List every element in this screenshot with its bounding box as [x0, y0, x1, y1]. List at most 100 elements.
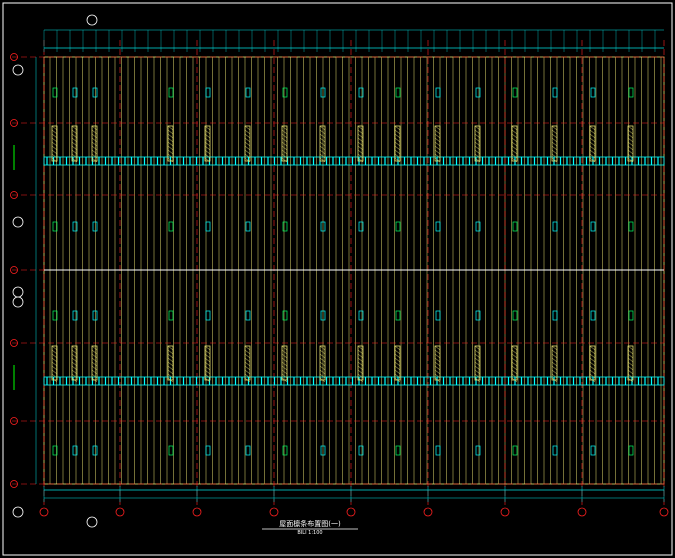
bracing-hatch — [511, 357, 518, 363]
bracing-hatch — [204, 145, 211, 151]
connector-tag — [282, 310, 288, 321]
drawing-scale: BILI 1:100 — [297, 530, 323, 536]
axis-bubble — [10, 119, 18, 127]
bracing-hatch — [167, 353, 174, 359]
bracing-hatch — [589, 369, 596, 375]
bracing-block — [204, 125, 211, 162]
bracing-block — [319, 125, 326, 162]
bracing-hatch — [51, 157, 58, 163]
bracing-hatch — [71, 125, 78, 131]
bracing-hatch — [511, 345, 518, 351]
bracing-hatch — [511, 361, 518, 367]
connector-tag — [205, 221, 211, 232]
bracing-hatch — [319, 153, 326, 159]
bracing-hatch — [474, 349, 481, 355]
tie-band — [43, 376, 665, 386]
bracing-hatch — [281, 345, 288, 351]
bracing-hatch — [589, 137, 596, 143]
bracing-hatch — [91, 353, 98, 359]
connector-tag — [320, 445, 326, 456]
bracing-hatch — [51, 145, 58, 151]
bracing-block — [71, 125, 78, 162]
bracing-hatch — [627, 125, 634, 131]
bracing-hatch — [167, 153, 174, 159]
bracing-hatch — [511, 129, 518, 135]
bracing-hatch — [204, 349, 211, 355]
section-marker — [12, 296, 24, 308]
bracing-hatch — [474, 377, 481, 383]
bracing-hatch — [394, 129, 401, 135]
bracing-hatch — [589, 365, 596, 371]
bracing-hatch — [204, 157, 211, 163]
bracing-hatch — [51, 149, 58, 155]
bracing-hatch — [319, 141, 326, 147]
connector-tag — [590, 445, 596, 456]
bracing-hatch — [71, 369, 78, 375]
bracing-hatch — [244, 145, 251, 151]
axis-bubble — [192, 507, 202, 517]
bracing-hatch — [91, 349, 98, 355]
bracing-hatch — [204, 125, 211, 131]
bracing-hatch — [627, 153, 634, 159]
bracing-hatch — [551, 361, 558, 367]
bracing-hatch — [357, 125, 364, 131]
bracing-hatch — [627, 345, 634, 351]
bracing-hatch — [551, 349, 558, 355]
axis-bubble — [10, 417, 18, 425]
bracing-hatch — [394, 365, 401, 371]
bracing-hatch — [91, 145, 98, 151]
connector-tag — [320, 310, 326, 321]
bracing-hatch — [91, 133, 98, 139]
bracing-hatch — [589, 153, 596, 159]
bracing-hatch — [589, 377, 596, 383]
connector-tag — [590, 221, 596, 232]
bracing-hatch — [319, 149, 326, 155]
bracing-hatch — [551, 125, 558, 131]
bracing-hatch — [244, 361, 251, 367]
bracing-hatch — [51, 129, 58, 135]
connector-tag — [205, 87, 211, 98]
bracing-block — [51, 125, 58, 162]
bracing-hatch — [71, 345, 78, 351]
connector-tag — [320, 87, 326, 98]
connector-tag — [395, 445, 401, 456]
bracing-hatch — [434, 129, 441, 135]
bracing-hatch — [474, 129, 481, 135]
connector-tag — [628, 221, 634, 232]
bracing-hatch — [167, 141, 174, 147]
bracing-hatch — [357, 145, 364, 151]
connector-tag — [512, 87, 518, 98]
bracing-hatch — [319, 137, 326, 143]
connector-tag — [435, 310, 441, 321]
bracing-hatch — [51, 137, 58, 143]
bracing-hatch — [551, 137, 558, 143]
bracing-hatch — [627, 133, 634, 139]
connector-tag — [52, 310, 58, 321]
connector-tag — [552, 87, 558, 98]
connector-tag — [358, 310, 364, 321]
bracing-block — [551, 125, 558, 162]
section-marker — [12, 216, 24, 228]
bracing-hatch — [71, 373, 78, 379]
bracing-hatch — [434, 153, 441, 159]
bracing-hatch — [319, 133, 326, 139]
bracing-hatch — [91, 129, 98, 135]
bracing-hatch — [589, 125, 596, 131]
bracing-hatch — [71, 153, 78, 159]
bracing-hatch — [627, 361, 634, 367]
bracing-hatch — [627, 373, 634, 379]
bracing-hatch — [474, 133, 481, 139]
connector-tag — [475, 221, 481, 232]
connector-tag — [168, 221, 174, 232]
bracing-hatch — [204, 357, 211, 363]
bracing-hatch — [511, 145, 518, 151]
bracing-hatch — [167, 345, 174, 351]
bracing-hatch — [281, 141, 288, 147]
connector-tag — [552, 310, 558, 321]
bracing-hatch — [474, 361, 481, 367]
bracing-hatch — [474, 357, 481, 363]
bracing-hatch — [627, 137, 634, 143]
bracing-hatch — [357, 349, 364, 355]
